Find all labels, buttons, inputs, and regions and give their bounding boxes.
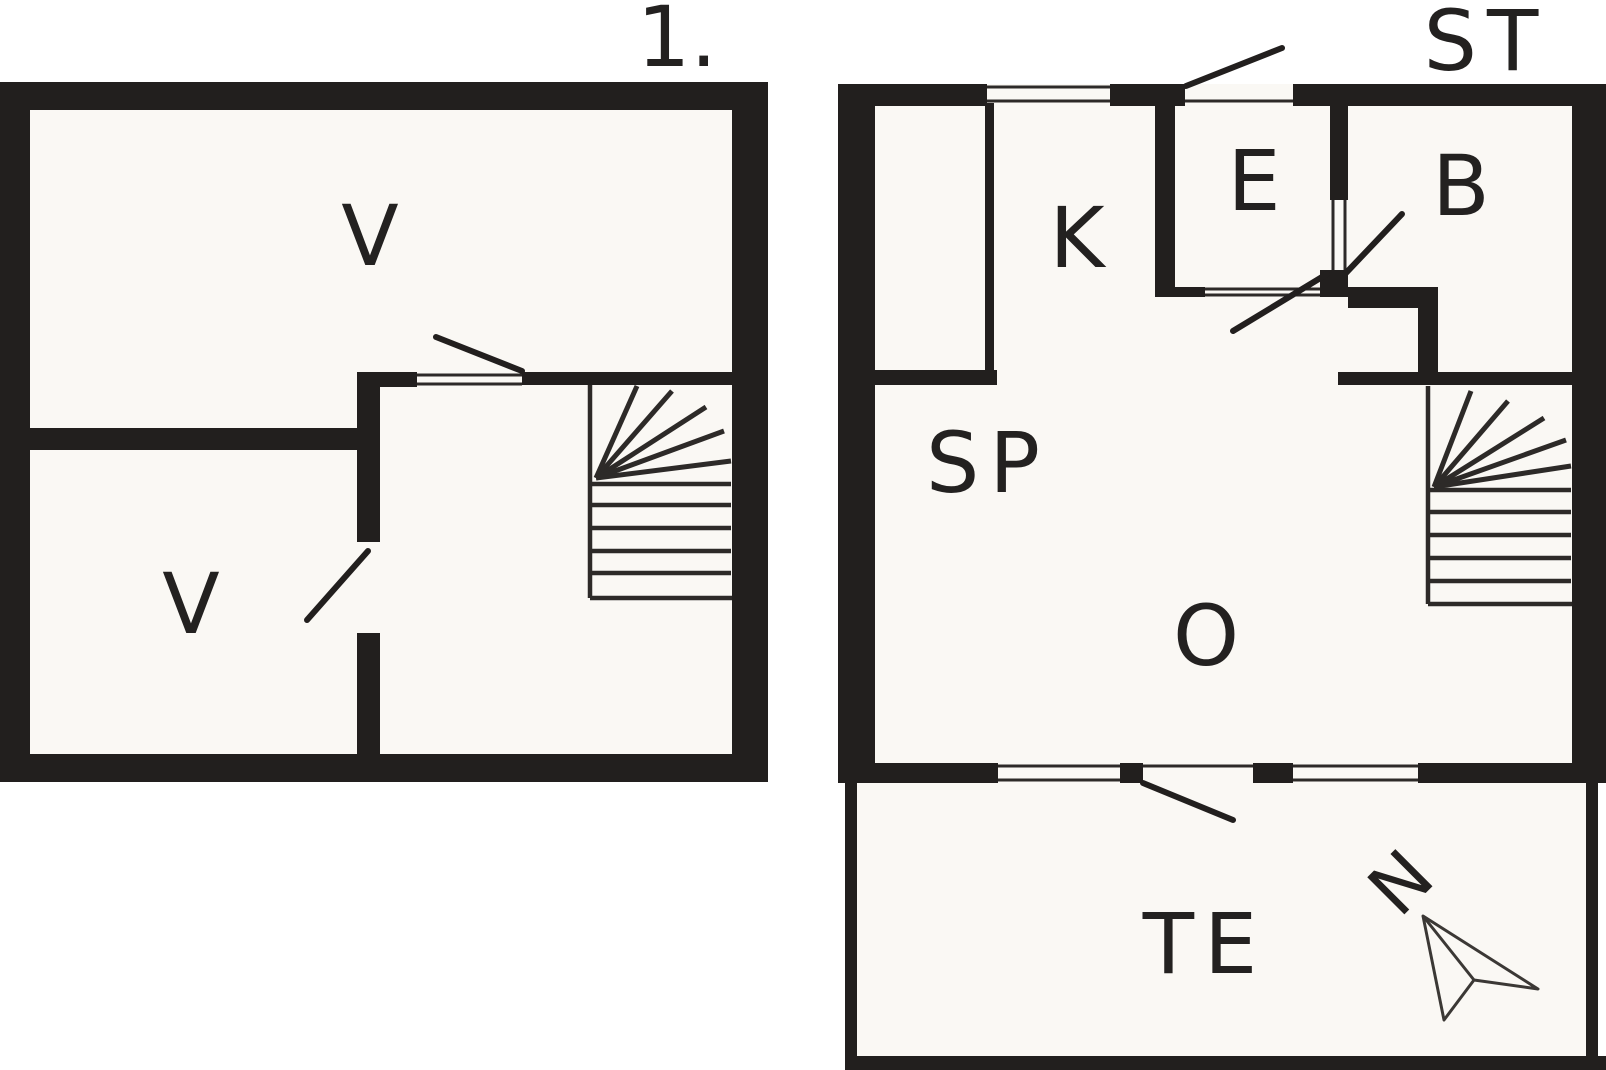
staircase-ground-floor xyxy=(1425,386,1572,607)
wall-segment xyxy=(0,754,768,782)
room-label-b: B xyxy=(1432,137,1490,235)
stair-winder xyxy=(595,458,732,481)
wall-segment xyxy=(1330,103,1348,200)
wall-segment xyxy=(1253,763,1293,783)
wall-segment xyxy=(357,633,380,754)
wall-segment xyxy=(357,372,380,542)
window-symbols xyxy=(987,85,1418,782)
wall-segment xyxy=(0,82,768,110)
door-swing xyxy=(1183,45,1285,89)
staircase-first-floor xyxy=(587,384,732,601)
stair-winder xyxy=(1433,437,1567,490)
stair-winder xyxy=(1433,463,1572,490)
room-label-o: O xyxy=(1173,587,1239,685)
wall-segment xyxy=(28,428,380,450)
door-swing xyxy=(1342,211,1405,277)
wall-segment xyxy=(1293,84,1606,106)
plan-title-first-floor: 1. xyxy=(637,0,717,86)
terrace-area xyxy=(845,783,1597,1070)
stair-winder xyxy=(593,384,640,480)
floor-plan-first-floor: 1. V V xyxy=(0,0,768,782)
stair-winder xyxy=(594,404,708,481)
stair-winder xyxy=(1432,415,1546,490)
room-label-te: TE xyxy=(1142,895,1267,993)
door-swing xyxy=(1140,780,1236,823)
wall-segment xyxy=(1155,103,1175,297)
wall-segment xyxy=(1348,287,1438,308)
wall-segment xyxy=(838,84,875,783)
wall-segment xyxy=(1572,84,1606,783)
terrace-wall xyxy=(845,1056,1606,1070)
floor-plan-ground-floor: N ST K E B SP O TE xyxy=(838,0,1606,1070)
wall-segment xyxy=(522,372,732,385)
room-label-k: K xyxy=(1049,189,1106,287)
door-swing xyxy=(1230,271,1330,334)
north-arrow-spine xyxy=(1421,915,1476,981)
stair-winder xyxy=(594,389,674,480)
wall-segment xyxy=(1120,763,1143,783)
wall-segment xyxy=(1418,763,1606,783)
wall-segment xyxy=(985,103,994,370)
wall-segment xyxy=(838,370,997,385)
wall-segment xyxy=(1338,372,1572,385)
stair-winder xyxy=(595,428,725,481)
stair-winder xyxy=(1431,390,1474,488)
room-label-e: E xyxy=(1227,132,1280,230)
room-label-sp: SP xyxy=(926,414,1050,512)
wall-segment xyxy=(357,372,417,387)
terrace-wall xyxy=(1586,783,1598,1070)
wall-segment xyxy=(1110,84,1185,106)
door-swing xyxy=(304,548,371,623)
room-label-v-upper: V xyxy=(341,187,398,285)
wall-segment xyxy=(732,82,768,782)
wall-segment xyxy=(1155,287,1205,297)
terrace-wall xyxy=(845,783,857,1070)
wall-segment xyxy=(838,763,998,783)
wall-segment xyxy=(838,84,987,106)
stair-winder xyxy=(1432,399,1510,489)
wall-segment xyxy=(1418,300,1438,372)
wall-segment xyxy=(0,82,30,782)
room-label-v-lower: V xyxy=(162,555,219,653)
door-swing xyxy=(433,334,525,374)
plan-title-ground-floor: ST xyxy=(1424,0,1549,90)
